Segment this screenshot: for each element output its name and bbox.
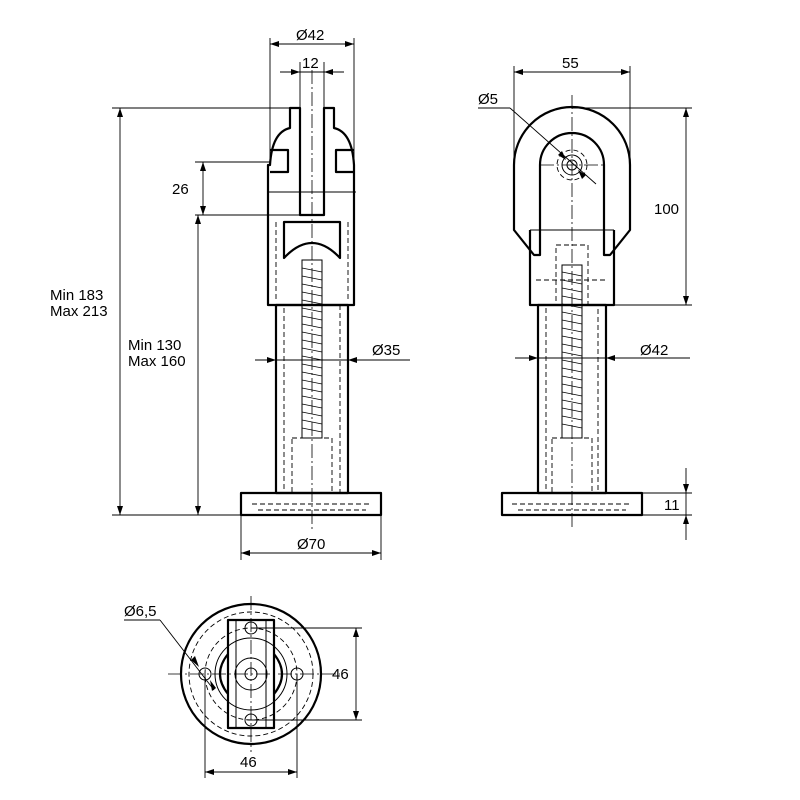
- side-dimensions: 55 Ø5 100 Ø42 11: [478, 55, 692, 540]
- dim-hole-spacing-vertical: 46: [332, 666, 349, 683]
- top-view: [168, 596, 340, 752]
- top-dimensions: Ø6,5 46 46: [124, 603, 362, 778]
- dim-tube-diameter: Ø35: [372, 342, 400, 359]
- dim-overall-min: Min 183: [50, 287, 103, 304]
- dim-lower-max: Max 160: [128, 353, 186, 370]
- dim-base-thickness: 11: [664, 497, 680, 514]
- dim-base-diameter: Ø70: [297, 536, 325, 553]
- dim-hole-diameter: Ø6,5: [124, 603, 157, 620]
- dim-front-top-diameter: Ø42: [296, 27, 324, 44]
- front-view: [239, 70, 383, 530]
- dim-side-width: 55: [562, 55, 579, 72]
- dim-pin-diameter: Ø5: [478, 91, 498, 108]
- side-view: [500, 95, 644, 530]
- dim-clevis-depth: 26: [172, 181, 189, 198]
- dim-head-height: 100: [654, 201, 679, 218]
- dim-slot-width: 12: [302, 55, 319, 72]
- dim-overall-max: Max 213: [50, 303, 108, 320]
- dim-hole-spacing-horizontal: 46: [240, 754, 257, 771]
- front-dimensions: Ø42 12 26 Min 183 Max 213 Min 130 Max 16…: [50, 27, 410, 560]
- dim-lower-min: Min 130: [128, 337, 181, 354]
- dim-side-tube-diameter: Ø42: [640, 342, 668, 359]
